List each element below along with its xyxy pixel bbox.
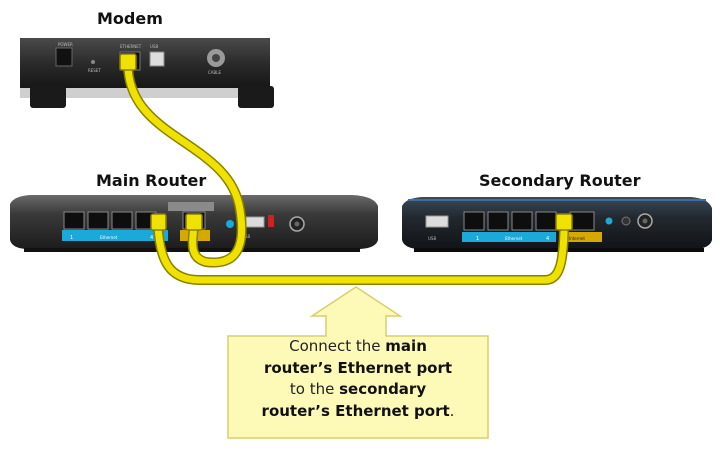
svg-text:RESET: RESET — [88, 68, 101, 73]
svg-text:USB: USB — [150, 44, 158, 49]
svg-text:USB: USB — [428, 236, 436, 241]
modem-label: Modem — [97, 9, 163, 28]
svg-text:1: 1 — [70, 235, 73, 241]
modem-device: POWER RESET ETHERNET USB CABLE — [20, 38, 274, 108]
callout-line-4: router’s Ethernet port. — [261, 401, 455, 420]
svg-text:4: 4 — [546, 236, 549, 242]
main-router-label: Main Router — [96, 171, 207, 190]
svg-text:POWER: POWER — [58, 42, 73, 47]
svg-text:Ethernet: Ethernet — [100, 235, 118, 240]
svg-text:4: 4 — [150, 235, 153, 241]
svg-text:Internet: Internet — [569, 236, 585, 241]
callout-line-2: router’s Ethernet port — [263, 358, 453, 377]
secondary-router-label: Secondary Router — [479, 171, 641, 190]
svg-text:CABLE: CABLE — [208, 70, 222, 75]
ethernet-cable — [119, 53, 573, 285]
callout-line-3: to the secondary — [289, 380, 427, 398]
svg-text:ETHERNET: ETHERNET — [120, 44, 142, 49]
svg-text:Ethernet: Ethernet — [505, 236, 523, 241]
callout-text: Connect the main router’s Ethernet port … — [240, 336, 476, 422]
callout-line-1: Connect the main — [289, 337, 427, 355]
callout-arrow — [227, 286, 489, 439]
svg-text:1: 1 — [476, 236, 479, 242]
